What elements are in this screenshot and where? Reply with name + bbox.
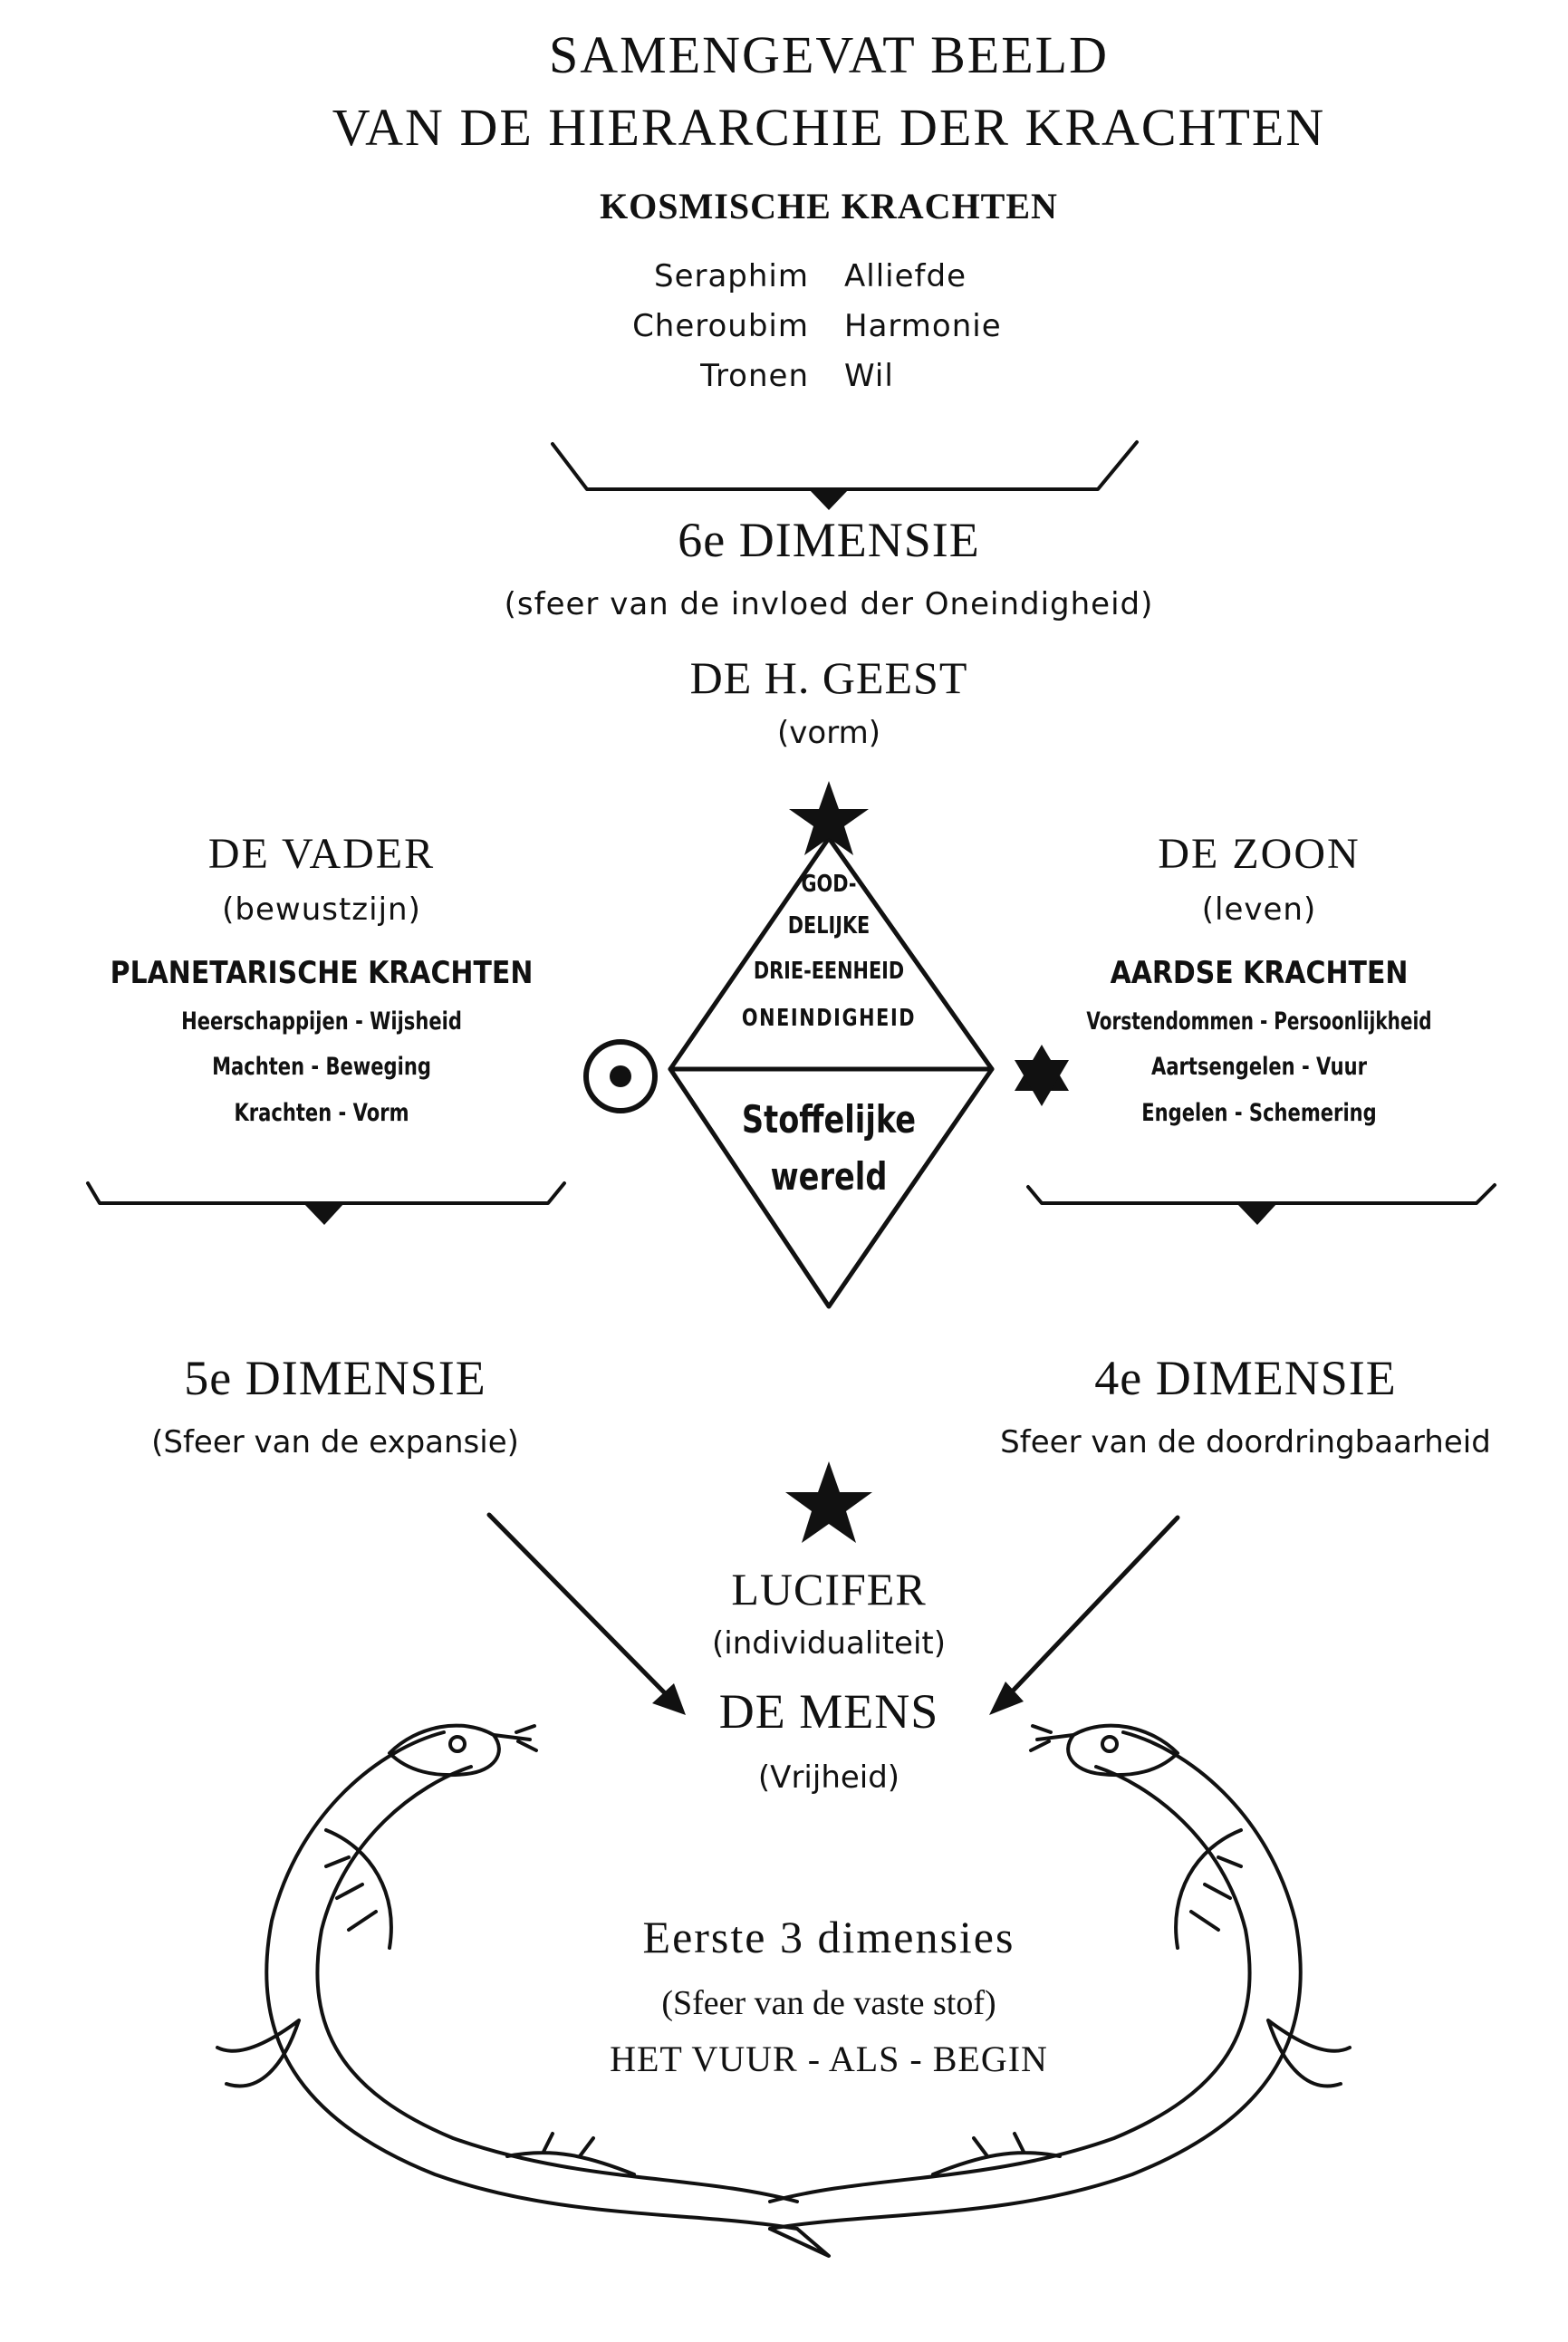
lucifer-title: LUCIFER: [731, 1564, 927, 1614]
cosmic-name: Seraphim: [653, 258, 809, 294]
son-item: Aartsengelen - Vuur: [1151, 1053, 1367, 1081]
fourth-dimension-subtitle: Sfeer van de doordringbaarheid: [1000, 1424, 1491, 1460]
son-item: Vorstendommen - Persoonlijkheid: [1086, 1007, 1432, 1036]
cosmic-quality: Wil: [844, 358, 894, 394]
holy-spirit-subtitle: (vorm): [777, 715, 880, 751]
diamond-upper-line: DELIJKE: [787, 912, 871, 940]
title-line-1: SAMENGEVAT BEELD: [549, 25, 1109, 84]
arrow-left-line: [486, 1512, 678, 1706]
diamond-lower-line: wereld: [770, 1154, 888, 1199]
man-subtitle: (Vrijheid): [757, 1759, 900, 1796]
title-line-2: VAN DE HIERARCHIE DER KRACHTEN: [332, 98, 1326, 157]
holy-spirit-title: DE H. GEEST: [689, 652, 968, 703]
arrow-left-head: [652, 1683, 686, 1715]
arrow-right-line: [998, 1515, 1180, 1706]
first-dimensions-motto: HET VUUR - ALS - BEGIN: [610, 2038, 1048, 2079]
cosmic-bracket-pointer: [809, 489, 849, 510]
diamond-upper-line: ONEINDIGHEID: [741, 1005, 917, 1032]
father-bracket: [86, 1181, 566, 1205]
cosmic-name: Tronen: [700, 358, 809, 394]
son-bracket-pointer: [1236, 1203, 1277, 1225]
fifth-dimension-subtitle: (Sfeer van de expansie): [151, 1424, 519, 1460]
fourth-dimension-title: 4e DIMENSIE: [1094, 1351, 1397, 1405]
first-dimensions-subtitle: (Sfeer van de vaste stof): [661, 1984, 996, 2022]
son-heading: AARDSE KRACHTEN: [1110, 955, 1409, 991]
son-title: DE ZOON: [1158, 830, 1361, 878]
arrow-right-head: [989, 1682, 1024, 1715]
trinity-diamond: [668, 835, 995, 1309]
diamond-upper-line: GOD-: [801, 871, 857, 898]
first-dimensions-title: Eerste 3 dimensies: [642, 1912, 1015, 1962]
father-item: Krachten - Vorm: [234, 1099, 409, 1127]
father-item: Machten - Beweging: [212, 1053, 431, 1081]
sixth-dimension-subtitle: (sfeer van de invloed der Oneindigheid): [504, 586, 1154, 622]
son-subtitle: (leven): [1201, 892, 1317, 928]
middle-star-icon: [785, 1461, 872, 1543]
cosmic-bracket: [551, 440, 1139, 491]
diamond-upper-line: DRIE-EENHEID: [753, 958, 905, 985]
cosmic-heading: KOSMISCHE KRACHTEN: [600, 186, 1058, 226]
fifth-dimension-title: 5e DIMENSIE: [184, 1351, 486, 1405]
sun-circle: [583, 1039, 658, 1113]
cosmic-name: Cheroubim: [632, 308, 809, 344]
father-item: Heerschappijen - Wijsheid: [181, 1007, 462, 1036]
son-bracket: [1026, 1183, 1496, 1205]
sixth-dimension-title: 6e DIMENSIE: [678, 513, 980, 567]
lucifer-subtitle: (individualiteit): [711, 1625, 947, 1662]
top-star-icon: [789, 781, 869, 855]
father-bracket-pointer: [303, 1203, 344, 1225]
diamond-lower-line: Stoffelijke: [741, 1097, 917, 1142]
father-heading: PLANETARISCHE KRACHTEN: [110, 955, 534, 991]
son-item: Engelen - Schemering: [1141, 1099, 1377, 1127]
cosmic-quality: Alliefde: [844, 258, 967, 294]
serpent-ouroboros-icon: [216, 1723, 1352, 2258]
father-title: DE VADER: [207, 830, 436, 878]
father-subtitle: (bewustzijn): [222, 892, 421, 928]
man-title: DE MENS: [718, 1684, 939, 1739]
cosmic-quality: Harmonie: [844, 308, 1002, 344]
sun-dot: [610, 1065, 631, 1087]
